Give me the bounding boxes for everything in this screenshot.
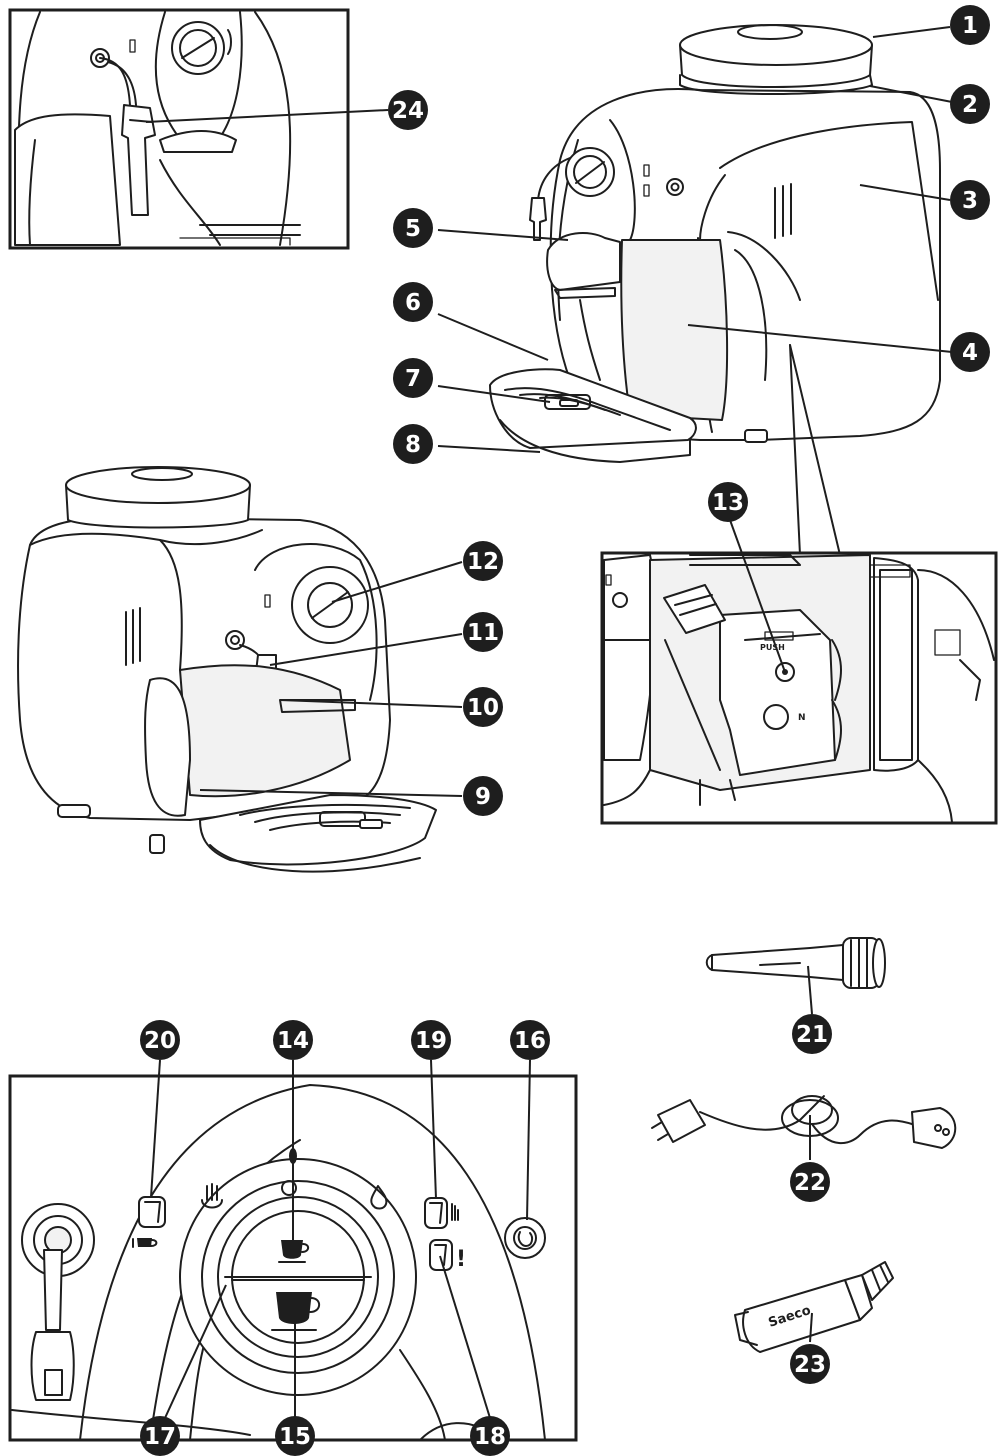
machine-front-view [489,24,941,463]
callout-circle [411,1020,451,1060]
callout-18: 18 [470,1416,510,1456]
cup-button-20[interactable] [132,1196,166,1248]
callout-21: 21 [792,1014,832,1054]
callout-13: 13 [708,482,748,522]
control-panel-closeup: ! [8,1074,578,1442]
water-drop-icon [370,1185,388,1210]
machine-side-view [17,466,437,873]
callout-number: 8 [405,432,421,458]
callout-4: 4 [950,332,990,372]
callout-circle [393,208,433,248]
callout-9: 9 [463,776,503,816]
callout-circle [708,482,748,522]
callout-24: 24 [388,90,428,130]
callout-circle [950,84,990,124]
callout-number: 15 [279,1424,311,1450]
callout-circle [463,541,503,581]
accessory-tool-21 [705,937,886,989]
alarm-indicator-18: ! [429,1239,466,1272]
callout-22: 22 [790,1162,830,1202]
callout-circle [393,424,433,464]
callout-number: 3 [962,188,978,214]
inset-brew-group: PUSH N [600,344,998,825]
callout-number: 16 [514,1028,546,1054]
callout-number: 10 [467,695,499,721]
power-button-16[interactable] [504,1217,546,1259]
callout-circle [950,5,990,45]
brew-group-push-text: PUSH [760,643,785,652]
callout-circle [950,180,990,220]
callout-circle [792,1014,832,1054]
callout-number: 12 [467,549,499,575]
callout-8: 8 [393,424,433,464]
callout-circle [273,1020,313,1060]
callout-3: 3 [950,180,990,220]
callout-number: 1 [962,13,978,39]
callout-number: 22 [794,1170,826,1196]
callout-number: 6 [405,290,421,316]
inset-pannarello [8,8,350,250]
callout-1: 1 [950,5,990,45]
callout-circle [393,282,433,322]
callout-circle [510,1020,550,1060]
callout-number: 24 [392,98,424,124]
callout-circle [463,776,503,816]
callout-number: 17 [144,1424,176,1450]
callout-circle [463,687,503,727]
callout-23: 23 [790,1344,830,1384]
callout-circle [393,358,433,398]
callout-14: 14 [273,1020,313,1060]
callout-11: 11 [463,612,503,652]
callout-number: 20 [144,1028,176,1054]
callout-circle [388,90,428,130]
callout-19: 19 [411,1020,451,1060]
callout-number: 9 [475,784,491,810]
callout-circle [950,332,990,372]
callout-number: 14 [277,1028,309,1054]
callout-2: 2 [950,84,990,124]
callout-circle [790,1344,830,1384]
callout-circle [790,1162,830,1202]
callout-16: 16 [510,1020,550,1060]
callout-number: 18 [474,1424,506,1450]
brew-group-n-text: N [798,713,806,723]
callout-number: 2 [962,92,978,118]
accessory-power-cord-22 [651,1095,957,1149]
callout-circle [275,1416,315,1456]
callout-10: 10 [463,687,503,727]
callout-number: 21 [796,1022,828,1048]
callout-15: 15 [275,1416,315,1456]
leader-lines [145,26,953,1419]
callout-number: 13 [712,490,744,516]
small-cup-icon [278,1240,310,1263]
callout-circle [463,612,503,652]
callout-6: 6 [393,282,433,322]
power-button-icon [517,1231,534,1247]
descaling-icon [451,1203,459,1221]
callout-number: 11 [467,620,499,646]
callout-17: 17 [140,1416,180,1456]
alarm-mark: ! [456,1247,466,1272]
callout-20: 20 [140,1020,180,1060]
callout-5: 5 [393,208,433,248]
callout-circle [470,1416,510,1456]
descaling-button-19[interactable] [424,1197,459,1229]
callout-number: 4 [962,340,978,366]
callout-number: 19 [415,1028,447,1054]
callout-circle [140,1416,180,1456]
callout-circle [140,1020,180,1060]
callout-number: 5 [405,216,421,242]
callout-number: 23 [794,1352,826,1378]
callout-7: 7 [393,358,433,398]
callout-12: 12 [463,541,503,581]
steam-icon [201,1183,223,1209]
callout-number: 7 [405,366,421,392]
accessory-grease-tube-23: Saeco [734,1261,894,1353]
